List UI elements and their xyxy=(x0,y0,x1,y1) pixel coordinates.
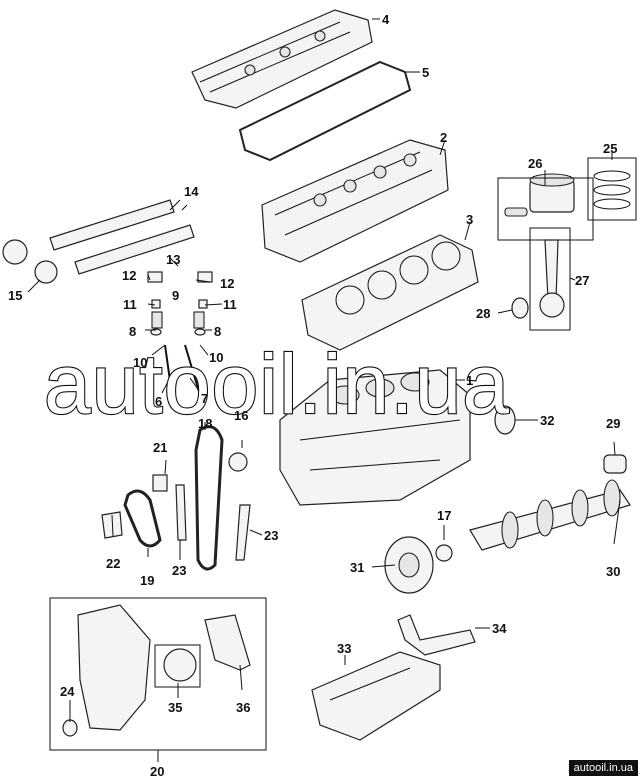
callout-label: 21 xyxy=(153,440,167,455)
callout-label: 5 xyxy=(422,65,429,80)
chain-guide-a xyxy=(175,484,187,541)
callout-label: 24 xyxy=(60,684,75,699)
callout-label: 18 xyxy=(198,416,212,431)
cover-part-36 xyxy=(204,614,251,671)
callout-label: 25 xyxy=(603,141,617,156)
callout-label: 8 xyxy=(129,324,136,339)
callout-label: 32 xyxy=(540,413,554,428)
callout-label: 2 xyxy=(440,130,447,145)
valve-parts xyxy=(147,271,213,396)
callout-label: 11 xyxy=(123,297,137,312)
balancer-chain xyxy=(123,489,162,548)
crankshaft xyxy=(469,479,631,551)
cam-sprocket xyxy=(34,260,58,284)
callout-label: 10 xyxy=(209,350,223,365)
callout-label: 31 xyxy=(350,560,364,575)
callout-label: 36 xyxy=(236,700,250,715)
timing-cover xyxy=(77,604,151,731)
callout-label: 4 xyxy=(382,12,390,27)
callout-label: 22 xyxy=(106,556,120,571)
callout-label: 34 xyxy=(492,621,507,636)
valve-cover xyxy=(191,9,373,109)
cylinder-head xyxy=(261,139,449,263)
callout-label: 23 xyxy=(264,528,278,543)
callout-label: 1 xyxy=(466,373,473,388)
callout-label: 12 xyxy=(220,276,234,291)
callout-label: 23 xyxy=(172,563,186,578)
water-pump xyxy=(163,648,197,682)
callout-label: 28 xyxy=(476,306,490,321)
callout-label: 26 xyxy=(528,156,542,171)
rings-box xyxy=(587,157,637,221)
callout-label: 3 xyxy=(466,212,473,227)
callout-label: 17 xyxy=(437,508,451,523)
callout-label: 14 xyxy=(184,184,199,199)
callout-label: 30 xyxy=(606,564,620,579)
callout-label: 16 xyxy=(234,408,248,423)
callout-label: 10 xyxy=(133,355,147,370)
bearing-shell xyxy=(511,297,529,319)
callout-label: 20 xyxy=(150,764,164,778)
callout-label: 12 xyxy=(122,268,136,283)
callout-label: 8 xyxy=(214,324,221,339)
crank-sprocket xyxy=(228,452,248,472)
oil-pan xyxy=(311,651,441,741)
front-seal xyxy=(62,719,78,737)
callout-label: 35 xyxy=(168,700,182,715)
valve-cover-gasket xyxy=(238,60,412,162)
callout-label: 33 xyxy=(337,641,351,656)
callout-label: 7 xyxy=(201,391,208,406)
chain-guide-b xyxy=(235,504,251,561)
footer-url[interactable]: autooil.in.ua xyxy=(568,760,638,776)
head-gasket xyxy=(301,234,479,351)
crank-gear xyxy=(435,544,453,562)
camshafts xyxy=(49,199,195,275)
engine-block xyxy=(279,369,471,506)
callout-label: 11 xyxy=(223,297,237,312)
piston-rings xyxy=(593,170,631,210)
callout-label: 9 xyxy=(172,288,179,303)
cam-phaser xyxy=(2,239,28,265)
callout-label: 29 xyxy=(606,416,620,431)
watermark-text: autooil.in.ua xyxy=(44,337,510,431)
timing-chain xyxy=(194,425,224,571)
pulley-hub xyxy=(398,552,420,578)
callout-label: 6 xyxy=(155,394,162,409)
callout-label: 13 xyxy=(166,252,180,267)
leader-lines xyxy=(27,18,621,762)
connecting-rod xyxy=(529,227,571,331)
pilot-bushing xyxy=(603,454,627,474)
chain-tensioner xyxy=(152,474,168,492)
piston xyxy=(504,173,575,217)
callout-label: 15 xyxy=(8,288,22,303)
callout-label: 19 xyxy=(140,573,154,588)
oil-pickup xyxy=(397,614,476,656)
callout-label: 27 xyxy=(575,273,589,288)
